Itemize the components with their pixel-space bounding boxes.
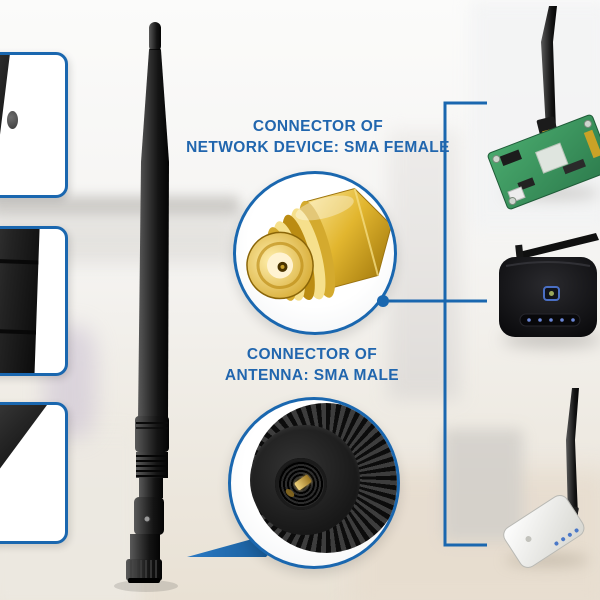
callout-line2: ANTENNA: SMA MALE — [224, 367, 400, 384]
callout-line1: CONNECTOR OF — [252, 118, 384, 135]
usb-wifi-adapter-photo — [503, 388, 585, 568]
magnifier-box-antenna-base — [0, 402, 68, 544]
magnifier-box-antenna-tip — [0, 52, 68, 198]
wireless-router-photo — [499, 233, 599, 337]
background-desk-edge — [0, 196, 240, 218]
sma-male-connector-hole — [275, 458, 327, 510]
pcb-shadow — [504, 186, 600, 200]
adapter-shadow — [505, 554, 589, 566]
callout-title-sma-female: CONNECTOR OF NETWORK DEVICE: SMA FEMALE — [168, 116, 468, 158]
antenna-body-closeup — [0, 229, 40, 373]
magnifier-box-antenna-body — [0, 226, 68, 376]
background-wall-right — [470, 0, 600, 230]
wifi-pcb-module-photo — [487, 6, 600, 210]
antenna-tip-detail — [7, 111, 18, 129]
background-monitor-blur — [443, 429, 523, 541]
router-shadow — [502, 331, 600, 347]
gold-sma-female-connector-photo — [246, 187, 392, 301]
callout-title-sma-male: CONNECTOR OF ANTENNA: SMA MALE — [162, 344, 462, 386]
antenna-base-closeup — [0, 405, 47, 505]
antenna-body-seam — [0, 327, 37, 335]
sma-female-connector-circle — [233, 171, 397, 335]
antenna-body-seam — [0, 257, 39, 265]
callout-line2: NETWORK DEVICE: SMA FEMALE — [186, 139, 450, 156]
callout-line1: CONNECTOR OF — [246, 346, 378, 363]
whip-antenna-photo — [114, 22, 178, 592]
sma-male-center-pin — [293, 474, 313, 491]
sma-male-thread-glint — [284, 487, 296, 499]
sma-male-connector-circle — [228, 397, 400, 569]
